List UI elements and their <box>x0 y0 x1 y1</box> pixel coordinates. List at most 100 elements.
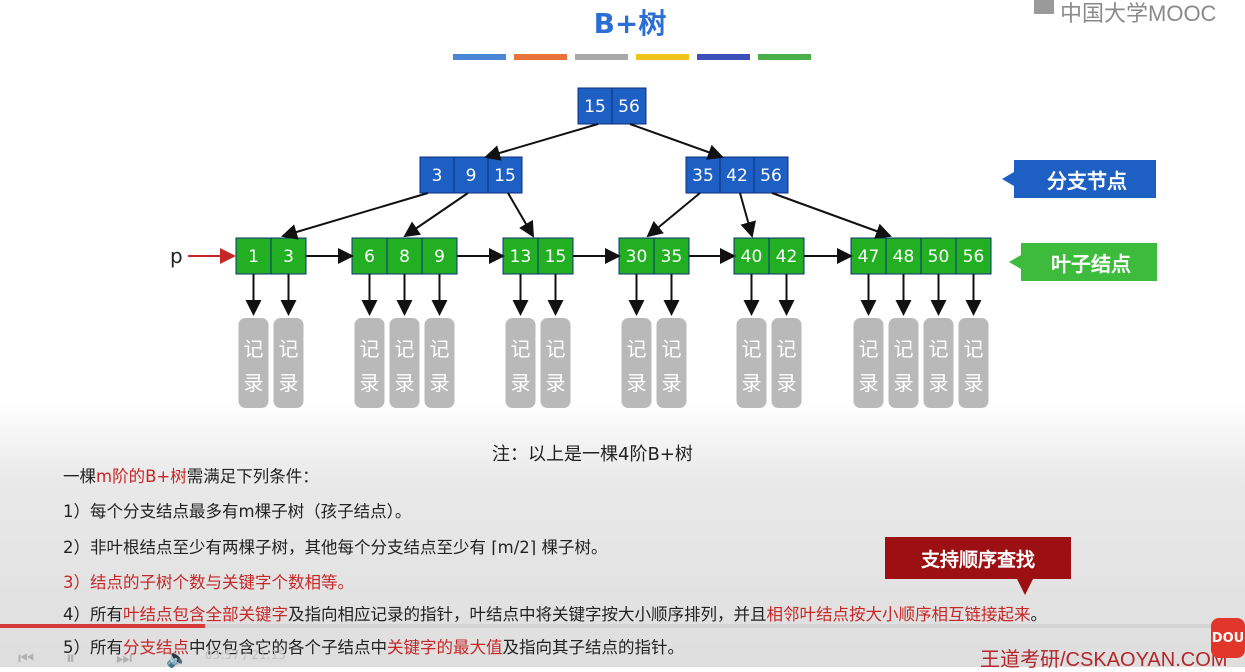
condition-text: 需满足下列条件： <box>186 467 319 486</box>
branch-node-1-key: 15 <box>494 166 516 186</box>
record-text: 记 <box>964 337 984 361</box>
record-text: 录 <box>511 371 531 395</box>
tree-note: 注：以上是一棵4阶B+树 <box>492 444 693 465</box>
record-text: 录 <box>546 371 566 395</box>
highlighted-text: m阶的B+树 <box>96 467 187 486</box>
condition-text: 及指向相应记录的指针，叶结点中将关键字按大小顺序排列，并且 <box>288 605 767 624</box>
root-to-branch-arrow <box>484 123 599 161</box>
highlighted-text: 3）结点的子树个数与关键字个数相等。 <box>63 573 354 592</box>
next-icon[interactable]: ⏭ <box>116 648 133 669</box>
record-box <box>238 318 269 408</box>
pointer-label: p <box>170 244 183 268</box>
branch-node-1-cell <box>487 156 523 194</box>
record-text: 录 <box>859 371 879 395</box>
root-node-cell <box>611 87 647 125</box>
highlighted-text: 叶结点包含全部关键字 <box>123 605 288 624</box>
volume-icon[interactable]: 🔈 <box>166 648 189 669</box>
record-text: 录 <box>430 371 450 395</box>
slide-title: B+树 <box>593 7 667 40</box>
color-bar-segment <box>636 54 689 60</box>
record-text: 记 <box>859 337 879 361</box>
record-box <box>853 318 884 408</box>
condition-5: 5）所有分支结点中仅包含它的各个子结点中关键字的最大值及指向其子结点的指针。 <box>63 634 684 658</box>
previous-icon[interactable]: ⏮ <box>18 648 35 669</box>
color-bar <box>453 54 811 60</box>
condition-2: 2）非叶根结点至少有两棵子树，其他每个分支结点至少有 ⌈m/2⌉ 棵子树。 <box>63 534 608 558</box>
record-text: 录 <box>662 371 682 395</box>
branch-to-leaf-arrow <box>403 192 469 238</box>
highlighted-text: 分支结点 <box>123 638 189 657</box>
record-text: 记 <box>627 337 647 361</box>
record-text: 记 <box>430 337 450 361</box>
record-text: 录 <box>742 371 762 395</box>
leaf-node-4-key: 35 <box>661 247 683 267</box>
leaf-node-1-cell <box>235 237 272 275</box>
record-text: 录 <box>395 371 415 395</box>
leaf-node-2-cell <box>386 237 423 275</box>
color-bar-segment <box>514 54 567 60</box>
record-text: 记 <box>546 337 566 361</box>
leaf-node-3-key: 13 <box>510 247 532 267</box>
condition-text: 。 <box>1030 605 1048 624</box>
leaf-node-4-key: 30 <box>626 247 648 267</box>
leaf-node-5-key: 42 <box>776 247 798 267</box>
leaf-node-1-key: 3 <box>283 247 294 267</box>
record-box <box>505 318 536 408</box>
record-box <box>736 318 767 408</box>
record-text: 记 <box>244 337 264 361</box>
leaf-node-label: 叶子结点 <box>1009 243 1157 281</box>
leaf-node-6-key: 56 <box>963 247 985 267</box>
condition-text: 中仅包含它的各个子结点中 <box>189 638 387 657</box>
record-text: 记 <box>777 337 797 361</box>
record-text: 录 <box>627 371 647 395</box>
record-box <box>424 318 455 408</box>
color-bar-segment <box>453 54 506 60</box>
condition-text: 及指向其子结点的指针。 <box>502 638 685 657</box>
record-box <box>389 318 420 408</box>
record-box <box>540 318 571 408</box>
record-box <box>273 318 304 408</box>
video-progress-fill <box>0 624 205 628</box>
branch-to-leaf-arrow <box>507 192 535 238</box>
douyin-badge[interactable]: DOU <box>1211 618 1245 658</box>
leaf-node-3-key: 15 <box>545 247 567 267</box>
record-text: 录 <box>964 371 984 395</box>
mooc-logo-text: 中国大学MOOC <box>1060 1 1217 26</box>
branch-to-leaf-arrow <box>771 192 892 239</box>
record-text: 录 <box>777 371 797 395</box>
record-box <box>923 318 954 408</box>
record-text: 记 <box>395 337 415 361</box>
condition-text: 一棵 <box>63 467 96 486</box>
conditions-intro: 一棵m阶的B+树需满足下列条件： <box>63 463 319 487</box>
root-node-key: 56 <box>618 97 640 117</box>
leaf-node-6-key: 50 <box>928 247 950 267</box>
video-progress-track[interactable] <box>0 624 1245 628</box>
leaf-node-6-key: 48 <box>893 247 915 267</box>
mooc-logo-icon <box>1034 0 1054 14</box>
branch-node-2-key: 42 <box>726 166 748 186</box>
leaf-node-2-cell <box>421 237 458 275</box>
record-text: 录 <box>279 371 299 395</box>
leaf-node-2-key: 6 <box>364 247 375 267</box>
pause-icon[interactable]: ⏸ <box>66 648 75 669</box>
branch-node-2-cell <box>753 156 789 194</box>
watermark: 王道考研/CSKAOYAN.COM <box>980 649 1228 671</box>
leaf-node-6-cell <box>955 237 992 275</box>
condition-4: 4）所有叶结点包含全部关键字及指向相应记录的指针，叶结点中将关键字按大小顺序排列… <box>63 601 1047 625</box>
branch-to-leaf-arrow <box>739 192 756 238</box>
leaf-node-5-key: 40 <box>741 247 763 267</box>
record-text: 录 <box>244 371 264 395</box>
sequential-search-callout: 支持顺序查找 <box>885 537 1071 595</box>
branch-node-2-key: 56 <box>760 166 782 186</box>
record-text: 记 <box>742 337 762 361</box>
record-box <box>354 318 385 408</box>
condition-text: 1）每个分支结点最多有m棵子树（孩子结点）。 <box>63 502 412 521</box>
leaf-node-2-key: 9 <box>434 247 445 267</box>
branch-node-label: 分支节点 <box>1002 160 1156 198</box>
leaf-node-6-key: 47 <box>858 247 880 267</box>
condition-text: 4）所有 <box>63 605 123 624</box>
video-time: 03:57 / 21:15 <box>205 648 286 662</box>
record-text: 录 <box>360 371 380 395</box>
branch-to-leaf-arrow <box>281 192 429 240</box>
